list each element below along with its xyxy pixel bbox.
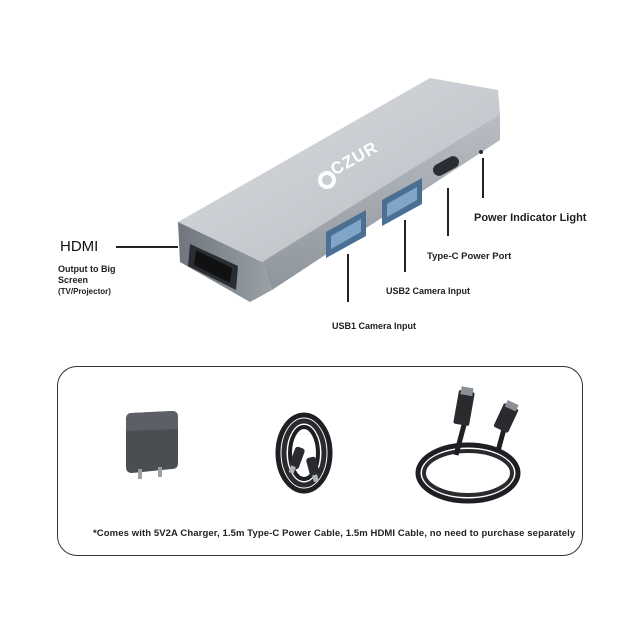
power-light-label: Power Indicator Light <box>474 212 587 224</box>
accessories-note: *Comes with 5V2A Charger, 1.5m Type-C Po… <box>93 528 576 539</box>
usb2-leader-line <box>404 220 406 272</box>
hdmi-description-line-1: Output to Big <box>58 264 116 274</box>
usb1-label: USB1 Camera Input <box>332 321 417 331</box>
usb1-leader-line <box>347 254 349 302</box>
hdmi-cable-image <box>415 386 521 504</box>
hub-front-face <box>262 114 500 290</box>
typec-leader-line <box>447 188 449 236</box>
usb-hub-device-image <box>178 78 500 302</box>
hub-top-face <box>178 78 500 262</box>
typec-cable-image <box>275 412 333 494</box>
usb2-label: USB2 Camera Input <box>386 286 471 296</box>
power-light-leader-line <box>482 158 484 198</box>
hdmi-title: HDMI <box>60 238 99 255</box>
charger-image <box>126 411 178 479</box>
power-indicator-light <box>479 150 483 154</box>
hdmi-description-line-2: Screen <box>58 275 89 285</box>
typec-label: Type-C Power Port <box>427 251 512 262</box>
hdmi-description-line-3: (TV/Projector) <box>58 287 111 296</box>
hdmi-leader-line <box>116 246 178 248</box>
accessories-panel <box>57 366 583 556</box>
typec-port <box>433 156 459 176</box>
